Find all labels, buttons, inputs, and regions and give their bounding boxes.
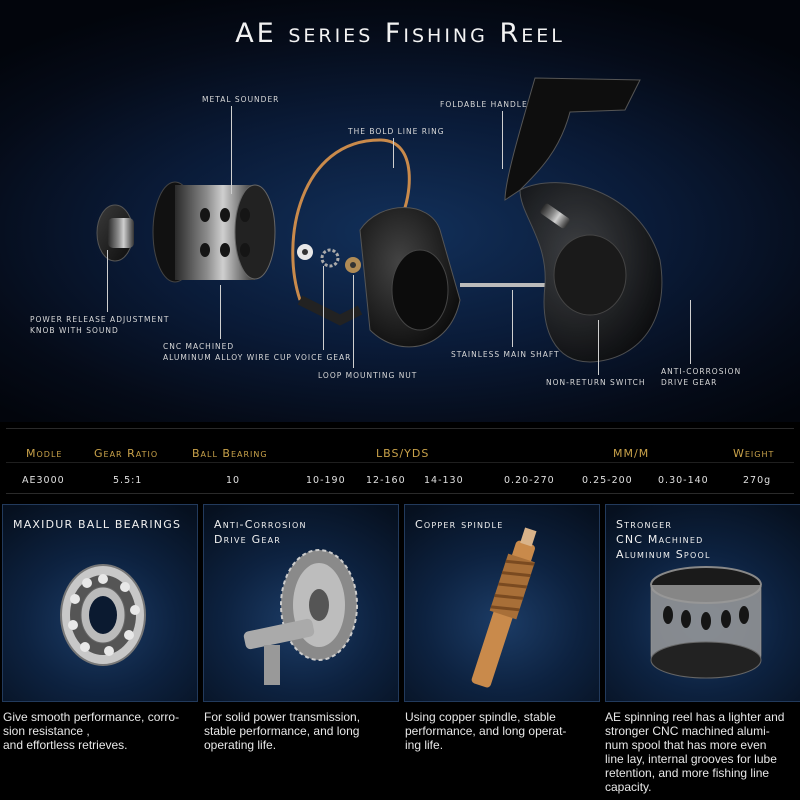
spool-icon <box>152 181 276 283</box>
feature-title-line2: Drive Gear <box>214 533 282 546</box>
spec-value-lbs-2: 12-160 <box>366 475 406 486</box>
callout-power-release: Power release adjustment <box>30 315 170 324</box>
reel-illustration <box>96 77 663 363</box>
spec-header-gear-ratio: Gear Ratio <box>94 447 159 460</box>
feature-panel-copper-spindle: Copper spindle <box>404 504 600 702</box>
feature-title-line1: Stronger <box>616 518 673 531</box>
callout-anti-corrosion-2: Drive Gear <box>661 378 718 387</box>
feature-title: Stronger CNC Machined Aluminum Spool <box>616 517 796 562</box>
spec-value-lbs-3: 14-130 <box>424 475 464 486</box>
spec-value-model: AE3000 <box>22 475 65 486</box>
feature-title: Copper spindle <box>415 518 504 531</box>
spec-value-lbs-1: 10-190 <box>306 475 346 486</box>
ball-bearing-icon <box>60 564 146 666</box>
spec-header-mm-m: MM/M <box>613 447 650 460</box>
feature-title-line2: CNC Machined <box>616 533 704 546</box>
feature-panel-aluminum-spool: Stronger CNC Machined Aluminum Spool <box>605 504 800 702</box>
callout-metal-sounder: Metal sounder <box>202 95 280 104</box>
page-title: AE series Fishing Reel <box>235 18 565 49</box>
feature-desc-bearings: Give smooth performance, corro- sion res… <box>3 710 180 752</box>
bail-wire-icon <box>291 138 411 301</box>
feature-panel-drive-gear: Anti-Corrosion Drive Gear <box>203 504 399 702</box>
spec-header-lbs-yds: LBS/YDS <box>376 447 430 460</box>
spec-header-weight: Weight <box>733 447 775 460</box>
spec-value-mm-2: 0.25-200 <box>582 475 633 486</box>
callout-cnc-cup: CNC machined <box>163 342 235 351</box>
spec-table: Modle Gear Ratio Ball Bearing LBS/YDS MM… <box>6 428 794 494</box>
spec-header-ball-bearing: Ball Bearing <box>192 447 268 460</box>
knob-icon <box>96 204 134 262</box>
exploded-view: AE series Fishing Reel <box>0 0 800 422</box>
feature-title: Anti-Corrosion Drive Gear <box>214 517 394 547</box>
callout-anti-corrosion: Anti-Corrosion <box>661 367 742 376</box>
callout-loop-nut: Loop mounting nut <box>318 371 418 380</box>
feature-desc-aluminum-spool: AE spinning reel has a lighter and stron… <box>605 710 785 794</box>
spec-header-model: Modle <box>26 447 63 460</box>
spec-value-weight: 270g <box>743 475 772 486</box>
feature-panel-bearings: MAXIDUR BALL BEARINGS <box>2 504 198 702</box>
aluminum-spool-icon <box>650 566 762 679</box>
body-icon <box>504 77 663 363</box>
callout-main-shaft: Stainless main shaft <box>451 350 560 359</box>
spec-value-gear-ratio: 5.5:1 <box>113 475 143 486</box>
copper-spindle-icon <box>471 527 537 688</box>
spec-value-mm-1: 0.20-270 <box>504 475 555 486</box>
callout-cnc-cup-2: aluminum alloy wire cup <box>163 353 292 362</box>
spec-value-mm-3: 0.30-140 <box>658 475 709 486</box>
callout-voice-gear: Voice gear <box>295 353 352 362</box>
feature-desc-drive-gear: For solid power transmission, stable per… <box>204 710 361 752</box>
callout-non-return: Non-return switch <box>546 378 646 387</box>
rotor-icon <box>297 207 461 348</box>
drive-gear-icon <box>243 549 358 685</box>
callout-bold-line-ring: The bold line ring <box>348 127 445 136</box>
voice-gear-icon <box>320 248 340 268</box>
feature-title: MAXIDUR BALL BEARINGS <box>13 518 182 531</box>
callout-power-release-2: knob with sound <box>30 326 119 335</box>
feature-title-line3: Aluminum Spool <box>616 548 711 561</box>
feature-title-line1: Anti-Corrosion <box>214 518 307 531</box>
callout-foldable-handle: Foldable handle <box>440 100 528 109</box>
feature-desc-copper-spindle: Using copper spindle, stable performance… <box>405 710 567 752</box>
spec-value-ball-bearing: 10 <box>226 475 241 486</box>
